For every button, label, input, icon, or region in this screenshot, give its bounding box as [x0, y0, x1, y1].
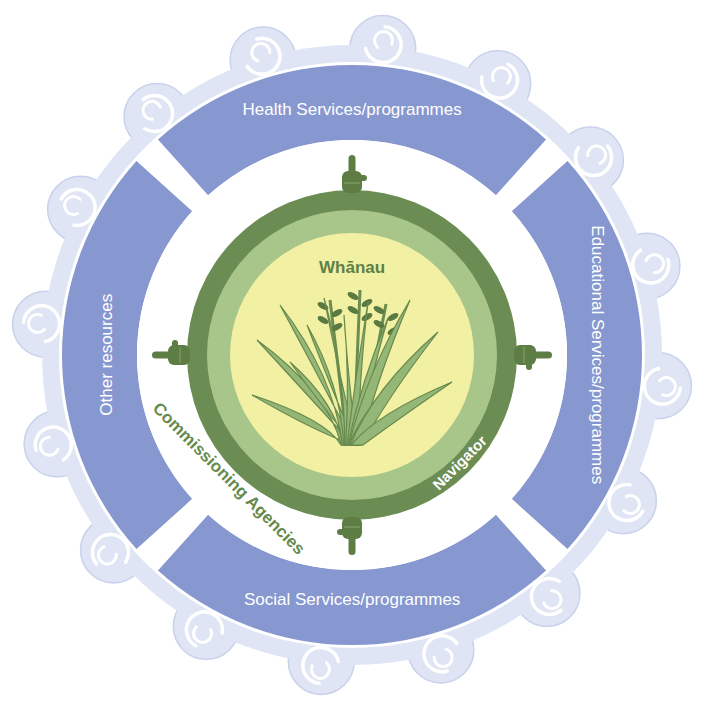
- service-label: Health Services/programmes: [243, 100, 462, 120]
- flax-stalk: [354, 290, 360, 445]
- koru-curl: [660, 378, 676, 396]
- hand-fist: [168, 345, 190, 365]
- flax-leaf: [252, 395, 353, 445]
- koru-curl: [143, 101, 160, 119]
- flax-flower: [316, 314, 329, 325]
- flax-stalk: [330, 300, 348, 445]
- koru-curl: [544, 591, 561, 609]
- koru-curl: [35, 427, 71, 460]
- koru-curl: [531, 579, 560, 615]
- hand-finger: [349, 155, 356, 175]
- koru-curl: [98, 547, 116, 564]
- pointing-hand: [342, 155, 367, 193]
- hand-thumb: [526, 361, 532, 370]
- flax-leaf: [344, 315, 358, 445]
- hand-finger: [152, 352, 172, 359]
- ring-disk: [207, 210, 497, 500]
- koru-curl: [65, 197, 80, 215]
- koru-curl: [247, 38, 280, 74]
- pointing-hand: [152, 340, 190, 365]
- koru-curl: [644, 369, 680, 405]
- hand-crease: [344, 527, 360, 528]
- whanau-circle: Whānau: [230, 233, 474, 477]
- koru-curl: [576, 146, 612, 175]
- koru-curl: [61, 189, 95, 225]
- koru-curl: [311, 663, 329, 679]
- koru-curl: [92, 534, 128, 563]
- flax-flower: [386, 311, 399, 322]
- service-label: Educational Services/programmes: [587, 225, 607, 484]
- flax-flower: [330, 321, 343, 332]
- flax-leaf: [257, 340, 353, 445]
- flax-stalk: [359, 304, 386, 445]
- koru-curl: [40, 437, 57, 455]
- koru-curl: [375, 32, 393, 48]
- koru-curl: [646, 255, 663, 273]
- flax-flower: [346, 304, 359, 315]
- koru-curl: [24, 306, 60, 342]
- flax-flower: [346, 290, 359, 301]
- flax-leaf: [349, 300, 410, 445]
- hand-thumb: [337, 529, 346, 535]
- service-label: Social Services/programmes: [244, 590, 460, 610]
- flax-leaf: [347, 302, 368, 445]
- koru-curl: [492, 68, 510, 83]
- flax-flower: [316, 300, 329, 311]
- hand-crease: [344, 183, 360, 184]
- koru-curl: [588, 146, 606, 163]
- hand-fist: [342, 171, 362, 193]
- ring-disk: [137, 140, 567, 570]
- flax-leaf: [280, 305, 354, 445]
- flax-leaf: [307, 325, 356, 445]
- flax-flower: [360, 311, 373, 322]
- hand-crease: [524, 347, 525, 363]
- flax-flower: [372, 318, 385, 329]
- ring-ground: [59, 62, 645, 648]
- flax-flower: [360, 297, 373, 308]
- koru-curl: [424, 636, 457, 672]
- flax-leaf: [350, 332, 438, 445]
- flax-flower: [372, 304, 385, 315]
- flax-flower: [386, 325, 399, 336]
- navigator-ring: WhānauNavigator: [187, 190, 517, 520]
- koru-curl: [252, 43, 270, 60]
- pointing-hand: [337, 517, 362, 555]
- koru-curl: [609, 485, 643, 521]
- hand-thumb: [358, 175, 367, 181]
- flax-flower: [330, 307, 343, 318]
- hand-finger: [532, 352, 552, 359]
- koru-curl: [434, 649, 452, 666]
- hand-thumb: [172, 340, 178, 349]
- koru-curl: [624, 495, 639, 513]
- agencies-circle: WhānauNavigatorCommissioning Agencies: [137, 140, 567, 570]
- ring-disk: [230, 233, 474, 477]
- hand-crease: [180, 347, 181, 363]
- flax-leaf: [290, 362, 355, 445]
- koru-curl: [143, 95, 172, 131]
- koru-curl: [194, 627, 212, 642]
- koru-curl: [186, 612, 222, 646]
- koru-curl: [366, 27, 402, 63]
- wave-ground: [42, 45, 662, 665]
- flax-leaf: [349, 366, 407, 445]
- whanau-label: Whānau: [319, 258, 385, 278]
- koru-curl: [633, 250, 669, 283]
- pointing-hand: [514, 345, 552, 370]
- ring-disk: [187, 190, 517, 520]
- flax-leaf: [324, 298, 357, 445]
- koru-curl: [29, 314, 45, 332]
- flax-leaf: [348, 318, 388, 445]
- koru-curl: [303, 647, 339, 683]
- koru-curl: [482, 64, 518, 98]
- flax-leaf: [351, 382, 452, 445]
- hand-fist: [342, 517, 362, 539]
- service-label: Other resources: [97, 294, 117, 416]
- hand-finger: [349, 535, 356, 555]
- hand-fist: [514, 345, 536, 365]
